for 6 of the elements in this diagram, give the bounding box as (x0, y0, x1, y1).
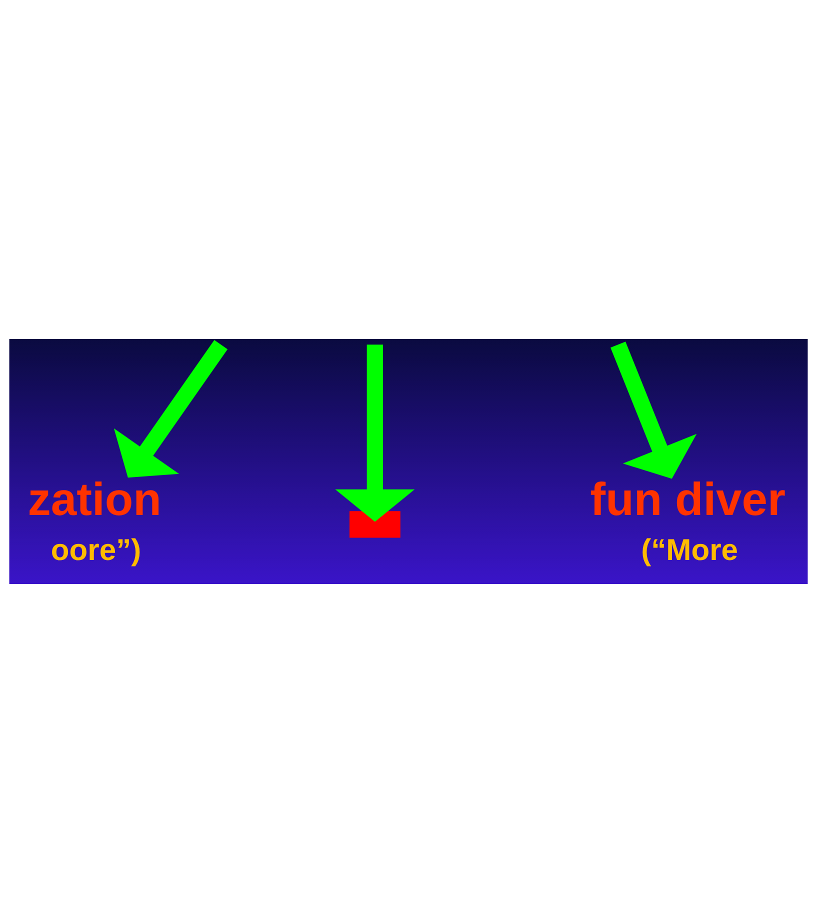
node-text: zation oore”) (28, 473, 162, 568)
arrow (335, 344, 415, 522)
arrow (114, 340, 228, 478)
node-text: fun diver (“More (590, 473, 786, 568)
node-box (349, 511, 400, 538)
arrow (610, 342, 697, 479)
